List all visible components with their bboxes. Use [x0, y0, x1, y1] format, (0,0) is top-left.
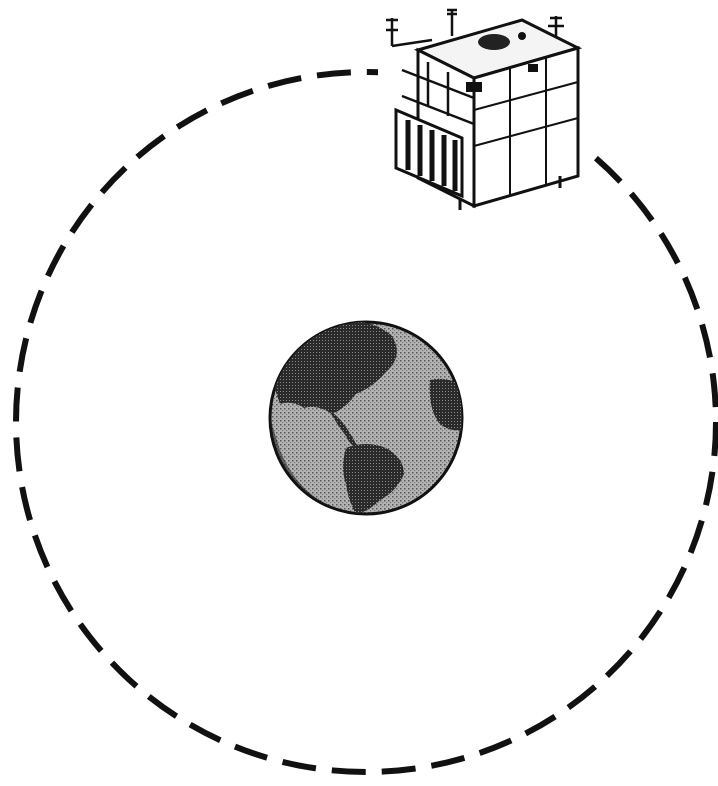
earth-globe	[270, 321, 462, 515]
satellite	[378, 8, 592, 214]
